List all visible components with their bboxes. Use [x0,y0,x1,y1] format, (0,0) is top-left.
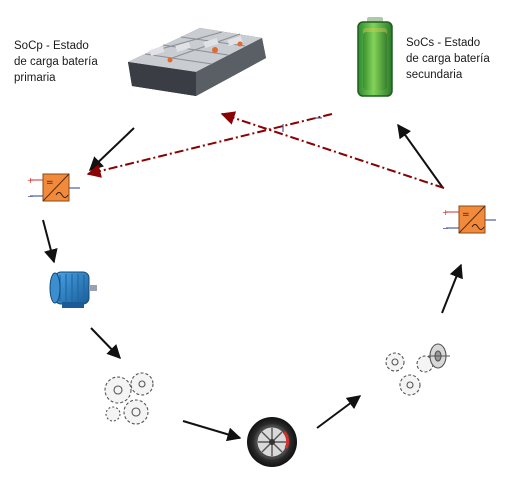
arrow-converter-to-secondary [397,123,444,189]
arrow-motor-to-gearbox [90,327,121,360]
green-battery-icon [357,17,393,97]
gearbox-icon [104,372,154,425]
svg-text:−: − [27,192,34,201]
secondary-battery-label: SoCs - Estado de carga batería secundari… [406,35,490,83]
gear-train-icon [385,343,450,396]
secondary-battery-label-line-2: de carga batería [406,53,490,65]
arrow-battery-to-converter [88,127,135,171]
converter-right: + − = [442,205,496,234]
dc-ac-converter-icon: = [458,205,486,234]
arrow-wheel-to-gears [316,395,362,429]
converter-left: + − = [27,173,80,202]
primary-battery-label: SoCp - Estado de carga batería primaria [14,38,98,86]
dc-ac-converter-icon: = [42,173,70,202]
arrow-secondary-converter-to-battery [220,111,445,189]
svg-text:+: + [27,176,34,185]
svg-text:+: + [442,208,449,217]
primary-battery-label-line-1: SoCp - Estado [14,40,89,52]
wheel-icon [247,417,297,467]
electric-motor-icon [49,271,97,308]
arrow-gearbox-to-wheel [182,420,242,442]
arrow-secondary-to-primary-converter [86,113,333,178]
secondary-battery-label-line-3: secundaria [406,69,463,81]
arrow-gears-to-converter [441,263,463,314]
svg-text:−: − [442,224,449,233]
primary-battery-label-line-3: primaria [14,72,56,84]
arrow-converter-to-motor [42,219,58,264]
primary-battery-label-line-2: de carga batería [14,56,98,68]
ev-battery-pack-icon [128,28,266,96]
secondary-battery-label-line-1: SoCs - Estado [406,37,481,49]
svg-text:=: = [46,178,54,188]
power-flow-arrows [42,123,463,442]
energy-transfer-arrows [86,111,445,189]
svg-text:=: = [462,210,470,220]
